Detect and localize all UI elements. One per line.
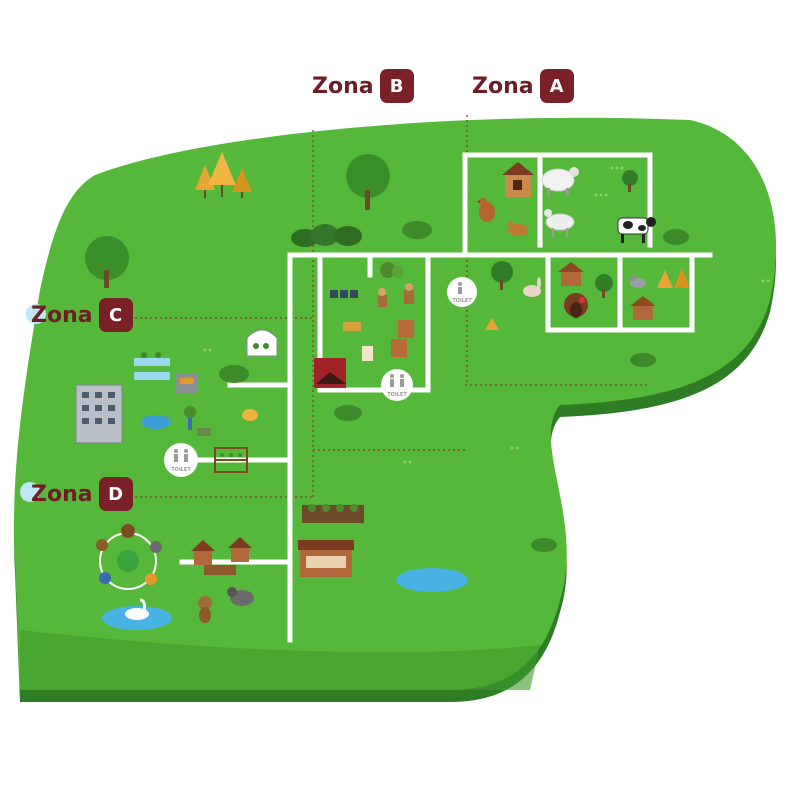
edge-highlight [26,304,46,324]
barrels-icon [176,374,198,394]
seedling-icon [378,283,414,307]
pigeon-icon [629,275,646,288]
gazebo-icon [191,537,252,575]
edge-highlight [20,482,40,502]
seedling-icon [184,406,211,436]
zone-word: Zona [312,73,374,99]
vegetable-stall-icon [302,504,364,523]
bush-icon [219,365,249,383]
swan-pond-icon [102,598,172,630]
zone-word: Zona [31,302,93,328]
seedling-icon [203,279,770,464]
turkey-icon [564,293,588,318]
zone-c-label[interactable]: Zona C [31,298,133,332]
zone-word: Zona [31,481,93,507]
toilet-icon: TOILET [447,277,477,307]
bush-icon [291,224,362,247]
market-stall-icon [298,540,354,577]
zone-badge: A [539,69,574,103]
toilet-icon: TOILET [381,369,413,401]
zone-b-label[interactable]: Zona B [312,69,414,103]
goat-icon [544,209,575,238]
island-bottom-strip [20,630,540,690]
hydroponics-icon [134,352,170,380]
tree-icon [622,170,638,192]
bush-icon [630,353,656,367]
rabbit-icon [523,277,541,297]
tree-icon [346,154,390,210]
bush-icon [402,221,432,239]
autumn-trees-icon [195,152,252,198]
recycling-cycle-icon [96,524,162,590]
raccoon-icon [227,587,254,606]
chicken-icon [477,198,495,222]
tree-icon [491,261,513,290]
bush-icon [663,229,689,245]
toilet-label: TOILET [452,298,472,304]
bush-icon [531,538,557,552]
seedling-icon [594,166,624,197]
zone-badge: C [98,298,133,332]
toilet-label: TOILET [387,392,407,398]
sheep-icon [541,167,579,196]
zone-badge: D [98,477,133,511]
chicken-coop-icon [502,162,534,197]
vertical-garden-icon [214,447,248,473]
toilet-icon: TOILET [164,443,198,477]
zone-word: Zona [472,73,534,99]
chicken-icon [508,221,528,236]
zone-a-label[interactable]: Zona A [472,69,574,103]
tree-icon [85,236,129,288]
zone-badge: B [379,69,414,103]
monkey-icon [198,596,212,623]
zone-d-label[interactable]: Zona D [31,477,133,511]
autumn-trees-icon [485,318,499,330]
autumn-trees-icon [657,268,690,288]
barrels-icon [330,290,358,298]
building-icon [75,384,123,444]
fish-pond-icon [141,409,258,429]
vegetable-stall-icon [343,320,414,361]
pond-icon [396,568,468,592]
cow-icon [617,217,656,243]
walkways [179,152,713,643]
greenhouse-icon [246,329,278,357]
bush-icon [334,405,362,421]
toilet-label: TOILET [171,467,191,473]
tree-icon [595,274,613,298]
rabbit-hutch-icon [630,296,656,320]
market-stall-icon [314,358,346,388]
rabbit-hutch-icon [558,262,584,286]
seedling-icon [380,262,404,278]
